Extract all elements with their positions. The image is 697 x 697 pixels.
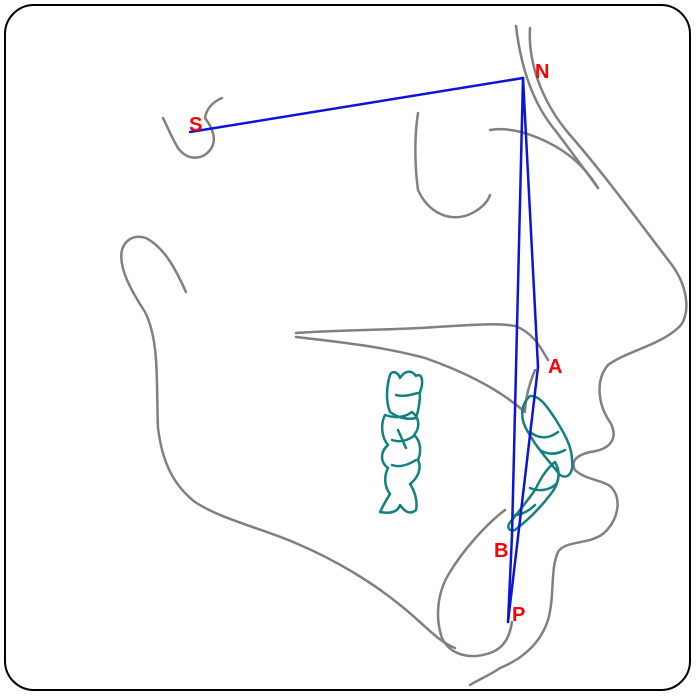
landmark-label-a: A: [548, 356, 562, 378]
landmark-label-s: S: [189, 114, 202, 136]
palate-outline: [294, 335, 527, 414]
sella-nasion-line: [188, 76, 525, 134]
a-pogonion-line: [506, 365, 540, 624]
nasion-a-line: [521, 76, 540, 369]
upper-molar: [385, 370, 424, 420]
ramus-outline: [120, 235, 457, 650]
sella-turcica-outline: [161, 96, 224, 159]
orbit-outline: [414, 111, 492, 219]
incisor-root-outline: [523, 368, 537, 412]
upper-incisor: [521, 394, 574, 478]
palatal-plane-outline: [294, 323, 550, 362]
cephalogram-frame: [4, 4, 691, 691]
mandible-outline: [436, 508, 514, 658]
lower-molar: [378, 410, 422, 514]
soft-tissue-profile: [468, 26, 688, 687]
frontal-sinus-outline: [488, 127, 600, 190]
lower-incisor: [507, 460, 560, 532]
nasion-b-line: [510, 76, 525, 537]
landmark-label-n: N: [535, 61, 549, 83]
landmark-label-b: B: [494, 540, 508, 562]
landmark-label-p: P: [512, 604, 525, 626]
b-pogonion-line: [506, 533, 514, 624]
